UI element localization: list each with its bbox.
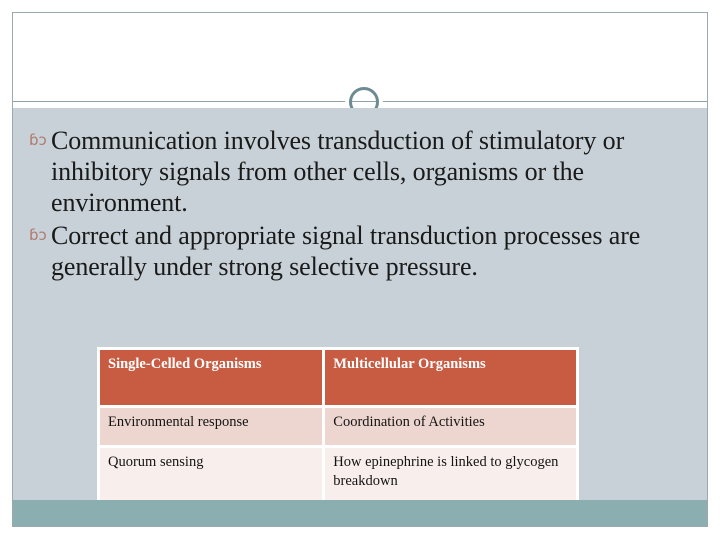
bullet-text: Communication involves transduction of s… <box>51 126 625 217</box>
table-cell: Environmental response <box>100 408 323 445</box>
ornamental-bullet-icon: ɓɔ <box>29 226 47 244</box>
table-header-row: Single-Celled Organisms Multicellular Or… <box>100 350 576 405</box>
table-cell: How epinephrine is linked to glycogen br… <box>325 448 576 505</box>
bullet-text: Correct and appropriate signal transduct… <box>51 221 641 281</box>
table-cell: Coordination of Activities <box>325 408 576 445</box>
slide-body: ɓɔ Communication involves transduction o… <box>13 108 707 526</box>
table-cell: Quorum sensing <box>100 448 323 505</box>
table-row: Quorum sensing How epinephrine is linked… <box>100 448 576 505</box>
bullet-list: ɓɔ Communication involves transduction o… <box>29 125 689 284</box>
column-header-single-celled: Single-Celled Organisms <box>100 350 323 405</box>
list-item: ɓɔ Communication involves transduction o… <box>29 125 689 218</box>
slide-canvas: ɓɔ Communication involves transduction o… <box>12 12 708 527</box>
list-item: ɓɔ Correct and appropriate signal transd… <box>29 220 689 282</box>
table-row: Environmental response Coordination of A… <box>100 408 576 445</box>
ornamental-bullet-icon: ɓɔ <box>29 131 47 149</box>
bottom-accent-bar <box>13 500 707 526</box>
column-header-multicellular: Multicellular Organisms <box>325 350 576 405</box>
comparison-table: Single-Celled Organisms Multicellular Or… <box>97 347 579 508</box>
